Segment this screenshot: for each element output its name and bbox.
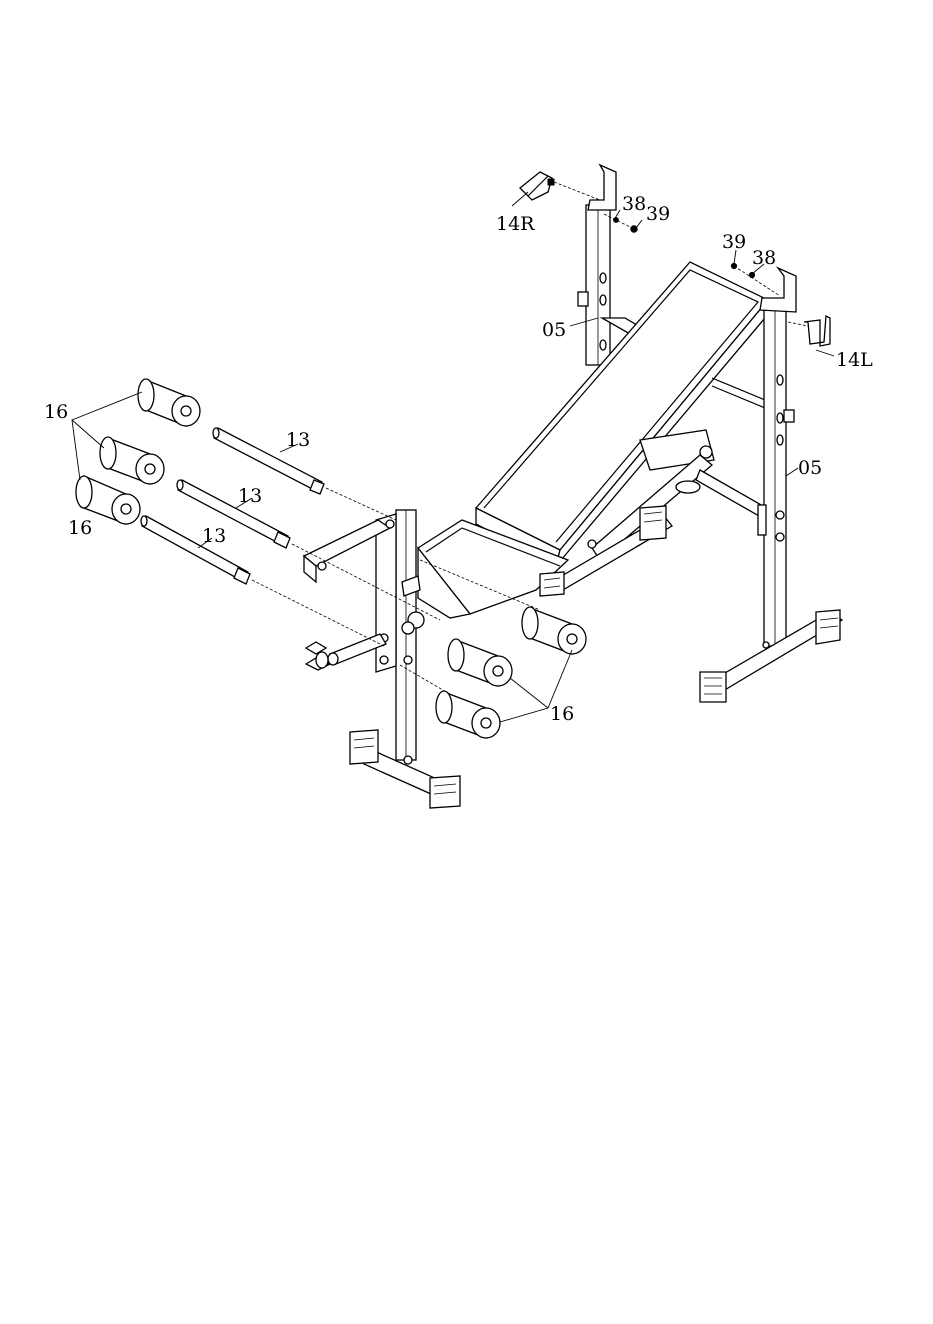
label-13-top: 13 bbox=[286, 429, 310, 451]
label-14r: 14R bbox=[496, 213, 535, 235]
label-16-top: 16 bbox=[44, 401, 68, 423]
foam-roller-2 bbox=[100, 437, 164, 484]
label-39-left: 39 bbox=[722, 231, 746, 253]
label-05-left: 05 bbox=[798, 457, 822, 479]
label-13-mid: 13 bbox=[238, 485, 262, 507]
foam-roller-4 bbox=[522, 607, 586, 654]
label-14l: 14L bbox=[836, 349, 873, 371]
label-05-right: 05 bbox=[542, 319, 566, 341]
foam-roller-6 bbox=[436, 691, 500, 738]
label-38-right: 38 bbox=[622, 193, 646, 215]
foam-roller-1 bbox=[138, 379, 200, 426]
label-39-right: 39 bbox=[646, 203, 670, 225]
label-16-mid: 16 bbox=[68, 517, 92, 539]
foam-roller-5 bbox=[448, 639, 512, 686]
label-13-bot: 13 bbox=[202, 525, 226, 547]
label-38-left: 38 bbox=[752, 247, 776, 269]
safety-catch-14r bbox=[520, 172, 600, 200]
label-16-bottom: 16 bbox=[550, 703, 574, 725]
safety-catch-14l bbox=[788, 316, 830, 346]
backrest-pad bbox=[476, 262, 770, 566]
